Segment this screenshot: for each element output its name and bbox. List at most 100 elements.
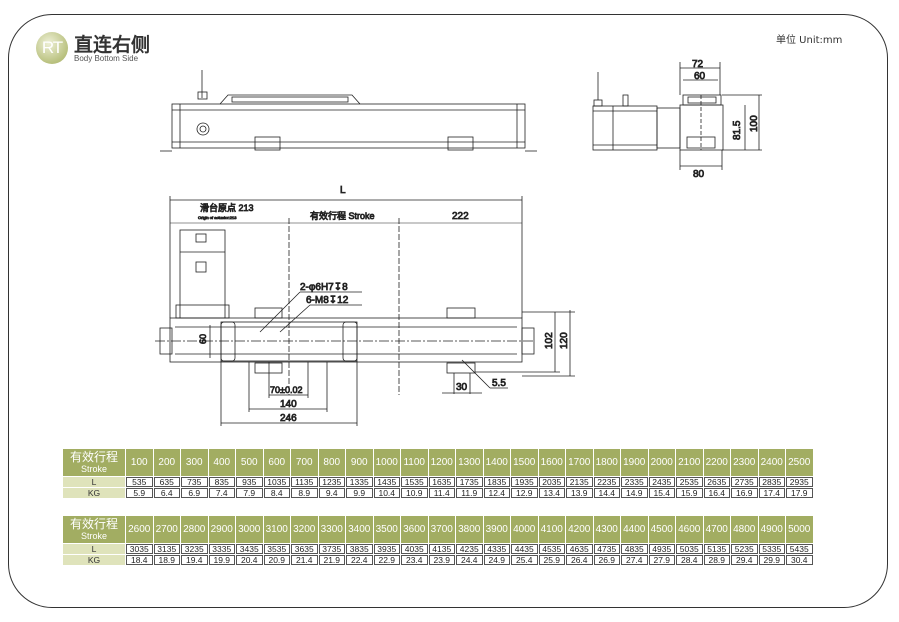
weight-label: KG	[63, 555, 125, 565]
unit-label: 单位 Unit:mm	[776, 35, 843, 46]
stroke-cell: 200	[153, 449, 180, 476]
stroke-cell: 4300	[593, 516, 620, 543]
length-cell: 1335	[346, 477, 373, 487]
stroke-cell: 3800	[456, 516, 483, 543]
stroke-cell: 4200	[566, 516, 593, 543]
stroke-cell: 1700	[566, 449, 593, 476]
length-cell: 4435	[511, 544, 538, 554]
weight-cell: 9.9	[346, 488, 373, 498]
length-cell: 3835	[346, 544, 373, 554]
stroke-cell: 2200	[703, 449, 730, 476]
page-frame	[8, 14, 888, 608]
plan-view: L 滑台原点 213 Origin of actuator:213 有效行程 S…	[155, 185, 575, 426]
weight-cell: 29.9	[758, 555, 785, 565]
stroke-cell: 1000	[373, 449, 400, 476]
length-cell: 1035	[263, 477, 290, 487]
weight-cell: 15.9	[676, 488, 703, 498]
stroke-cell: 800	[318, 449, 345, 476]
weight-cell: 27.9	[648, 555, 675, 565]
length-cell: 4835	[621, 544, 648, 554]
stroke-cell: 300	[181, 449, 208, 476]
length-cell: 1835	[483, 477, 510, 487]
weight-cell: 12.9	[511, 488, 538, 498]
hole-spec-1: 2-φ6H7↧8	[300, 282, 348, 293]
stroke-cell: 3500	[373, 516, 400, 543]
dim-70: 70±0.02	[270, 385, 302, 395]
weight-cell: 7.4	[208, 488, 235, 498]
length-cell: 5335	[758, 544, 785, 554]
stroke-cell: 900	[346, 449, 373, 476]
stroke-cell: 700	[291, 449, 318, 476]
stroke-cell: 4900	[758, 516, 785, 543]
stroke-cell: 2600	[126, 516, 153, 543]
weight-cell: 27.4	[621, 555, 648, 565]
stroke-header-en: Stroke	[80, 463, 107, 474]
length-cell: 3735	[318, 544, 345, 554]
weight-cell: 19.9	[208, 555, 235, 565]
stroke-cell: 4800	[731, 516, 758, 543]
length-cell: 2135	[566, 477, 593, 487]
dim-72: 72	[692, 59, 704, 70]
weight-cell: 11.4	[428, 488, 455, 498]
stroke-cell: 3900	[483, 516, 510, 543]
weight-cell: 25.9	[538, 555, 565, 565]
stroke-cell: 2100	[676, 449, 703, 476]
length-cell: 1135	[291, 477, 318, 487]
weight-cell: 20.4	[236, 555, 263, 565]
length-cell: 4335	[483, 544, 510, 554]
weight-cell: 23.4	[401, 555, 428, 565]
length-cell: 4735	[593, 544, 620, 554]
length-cell: 4035	[401, 544, 428, 554]
weight-cell: 26.9	[593, 555, 620, 565]
weight-cell: 13.9	[566, 488, 593, 498]
dim-100: 100	[749, 115, 760, 132]
rt-logo: RT	[36, 32, 68, 64]
length-cell: 4635	[566, 544, 593, 554]
length-cell: 3635	[291, 544, 318, 554]
length-cell: 535	[126, 477, 153, 487]
stroke-cell: 3200	[291, 516, 318, 543]
stroke-cell: 100	[126, 449, 153, 476]
stroke-cell: 3400	[346, 516, 373, 543]
page-title: 直连右侧	[74, 34, 151, 56]
length-cell: 1635	[428, 477, 455, 487]
stroke-cell: 1200	[428, 449, 455, 476]
weight-cell: 6.4	[153, 488, 180, 498]
length-cell: 1935	[511, 477, 538, 487]
length-cell: 2435	[648, 477, 675, 487]
stroke-cell: 1300	[456, 449, 483, 476]
stroke-header-en: Stroke	[80, 530, 107, 541]
stroke-cell: 4500	[648, 516, 675, 543]
stroke-cell: 2400	[758, 449, 785, 476]
weight-cell: 23.9	[428, 555, 455, 565]
weight-cell: 20.9	[263, 555, 290, 565]
weight-cell: 24.4	[456, 555, 483, 565]
weight-cell: 6.9	[181, 488, 208, 498]
weight-cell: 12.4	[483, 488, 510, 498]
weight-cell: 16.9	[731, 488, 758, 498]
weight-cell: 25.4	[511, 555, 538, 565]
stroke-cell: 4400	[621, 516, 648, 543]
end-view: 72 60 81.5 100 80	[592, 59, 762, 180]
weight-cell: 21.9	[318, 555, 345, 565]
length-cell: 5135	[703, 544, 730, 554]
side-view	[160, 70, 537, 152]
stroke-cell: 4100	[538, 516, 565, 543]
stroke-cell: 2500	[786, 449, 813, 476]
stroke-cell: 3700	[428, 516, 455, 543]
length-cell: 2335	[621, 477, 648, 487]
weight-cell: 7.9	[236, 488, 263, 498]
stroke-cell: 2300	[731, 449, 758, 476]
dim-60-top: 60	[694, 71, 706, 82]
weight-cell: 10.4	[373, 488, 400, 498]
stroke-cell: 1800	[593, 449, 620, 476]
weight-cell: 28.4	[676, 555, 703, 565]
length-cell: 4235	[456, 544, 483, 554]
stroke-cell: 1900	[621, 449, 648, 476]
weight-cell: 9.4	[318, 488, 345, 498]
